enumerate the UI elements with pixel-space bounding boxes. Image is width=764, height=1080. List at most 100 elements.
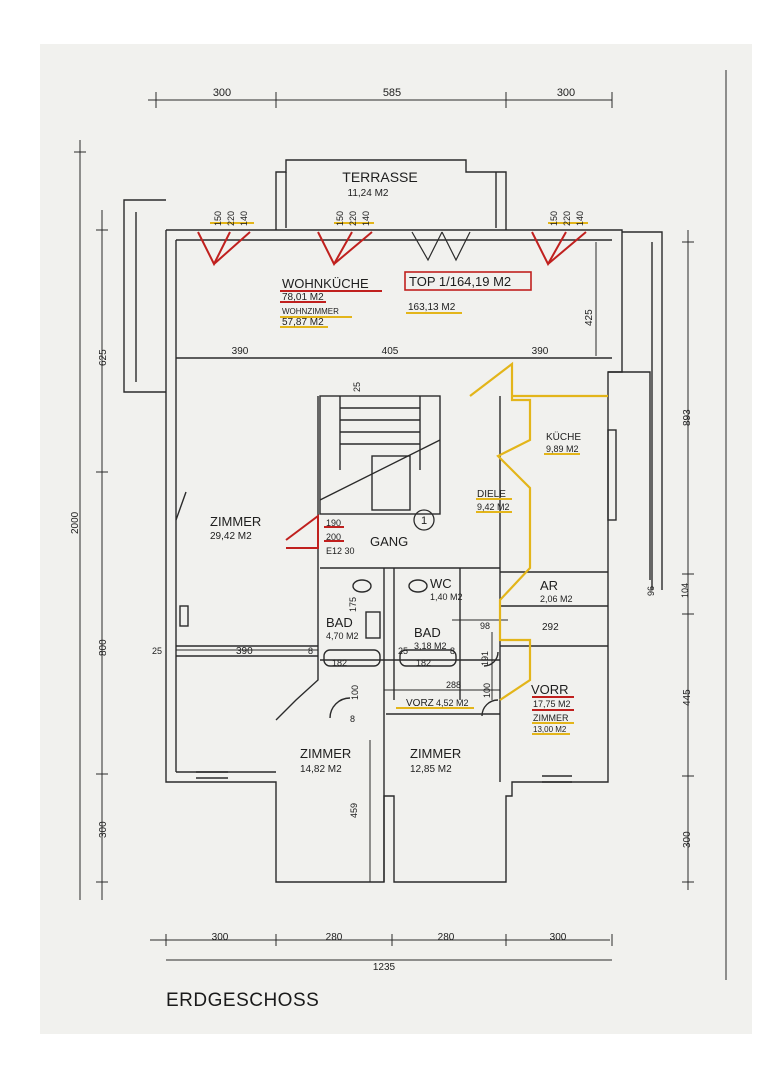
zimmer-rechts-area: 12,85 M2	[410, 764, 452, 775]
wohnzimmer-label: WOHNZIMMER	[282, 307, 339, 316]
drawing-sheet	[40, 44, 752, 1034]
window-label-c1: 150	[549, 211, 559, 226]
dim-right-300: 300	[682, 831, 693, 848]
dim-upper-1: 390	[232, 346, 249, 357]
unit-title: TOP 1/164,19 M2	[409, 274, 511, 289]
zimmer-rechts-label: ZIMMER	[410, 746, 461, 761]
window-markers	[197, 231, 587, 549]
dim-e12-30: E12 30	[326, 546, 355, 556]
dim-190: 190	[326, 518, 341, 528]
kueche-label: KÜCHE	[546, 431, 581, 443]
window-label-a3: 140	[239, 211, 249, 226]
dim-bottom-4: 300	[550, 932, 567, 943]
dim-upper-2: 405	[382, 346, 399, 357]
unit-title-box	[404, 271, 532, 291]
dim-200: 200	[326, 532, 341, 542]
dim-459: 459	[349, 803, 359, 818]
dim-175: 175	[348, 597, 358, 612]
staircase	[319, 395, 441, 515]
dim-100-a: 100	[350, 685, 360, 700]
wc-label: WC	[430, 576, 452, 591]
right-loggia	[622, 231, 663, 590]
diele-area: 9,42 M2	[477, 502, 510, 512]
ar-label: AR	[540, 578, 558, 593]
bathtub-2	[399, 649, 457, 667]
bad-2-area: 3,18 M2	[414, 641, 447, 651]
dim-8-b: 8	[450, 646, 455, 656]
left-loggia	[123, 199, 166, 393]
dim-182-b: 182	[416, 658, 431, 668]
unit-area: 163,13 M2	[408, 302, 456, 313]
window-label-c3: 140	[575, 211, 585, 226]
window-label-c2: 220	[562, 211, 572, 226]
gang-number: 1	[421, 515, 427, 527]
terrace-door	[411, 231, 471, 262]
bad-1-label: BAD	[326, 615, 353, 630]
wc-area: 1,40 M2	[430, 592, 463, 602]
bathtub-1	[323, 649, 381, 667]
window-label-b1: 150	[335, 211, 345, 226]
vorz-area: 4,52 M2	[436, 698, 469, 708]
unit-boundary	[469, 361, 532, 701]
vorr-sub-label: ZIMMER	[533, 713, 569, 723]
dim-top-2: 585	[383, 87, 401, 99]
dim-288: 288	[446, 680, 461, 690]
dim-390-mid: 390	[236, 646, 253, 657]
dim-425: 425	[584, 309, 595, 326]
dim-100-b: 100	[482, 683, 492, 698]
dim-left-2000: 2000	[70, 511, 81, 534]
ar-area: 2,06 M2	[540, 594, 573, 604]
zimmer-links-label: ZIMMER	[210, 514, 261, 529]
vorz-label: VORZ	[406, 698, 434, 709]
dim-right-445: 445	[682, 689, 693, 706]
dim-top-1: 300	[213, 87, 231, 99]
terrasse-label: TERRASSE	[342, 169, 417, 185]
dim-right-893: 893	[682, 409, 693, 426]
vorr-area: 17,75 M2	[533, 699, 571, 709]
wohnkueche-area: 78,01 M2	[282, 292, 324, 303]
dim-8-a: 8	[308, 646, 313, 656]
dim-25-top: 25	[352, 382, 362, 392]
dim-191: 191	[480, 651, 490, 666]
window-label-b2: 220	[348, 211, 358, 226]
wall-lines	[123, 159, 663, 883]
window-label-b3: 140	[361, 211, 371, 226]
diele-label: DIELE	[477, 489, 506, 500]
window-label-a1: 150	[213, 211, 223, 226]
dim-bottom-total: 1235	[373, 962, 396, 973]
dim-98: 98	[480, 621, 490, 631]
vorr-label: VORR	[531, 682, 569, 697]
kueche-area: 9,89 M2	[546, 444, 579, 454]
vorr-sub-area: 13,00 M2	[533, 725, 567, 734]
zimmer-links-area: 29,42 M2	[210, 531, 252, 542]
dim-292: 292	[542, 622, 559, 633]
dim-8-c: 8	[350, 714, 355, 724]
window-label-a2: 220	[226, 211, 236, 226]
bad-2-label: BAD	[414, 625, 441, 640]
dimension-lines	[74, 70, 727, 980]
terrasse-area: 11,24 M2	[348, 188, 389, 199]
dim-bottom-2: 280	[326, 932, 343, 943]
label-underlines	[210, 222, 588, 735]
page-title: ERDGESCHOSS	[166, 990, 320, 1011]
dim-left-800: 800	[98, 639, 109, 656]
wohnzimmer-area: 57,87 M2	[282, 317, 324, 328]
outer-wall	[165, 229, 623, 883]
dim-182-a: 182	[332, 658, 347, 668]
dim-right-104: 104	[680, 583, 690, 598]
zimmer-mitte-area: 14,82 M2	[300, 764, 342, 775]
dim-left-300: 300	[98, 821, 109, 838]
zimmer-mitte-label: ZIMMER	[300, 746, 351, 761]
dim-upper-3: 390	[532, 346, 549, 357]
bad-1-area: 4,70 M2	[326, 631, 359, 641]
wohnkueche-label: WOHNKÜCHE	[282, 276, 369, 291]
dim-25-mid: 25	[398, 646, 408, 656]
dim-bottom-3: 280	[438, 932, 455, 943]
dim-top-3: 300	[557, 87, 575, 99]
dim-left-625: 625	[98, 349, 109, 366]
dim-25-left: 25	[152, 646, 162, 656]
dim-right-96: 96	[646, 586, 656, 596]
dim-bottom-1: 300	[212, 932, 229, 943]
gang-label: GANG	[370, 534, 408, 549]
